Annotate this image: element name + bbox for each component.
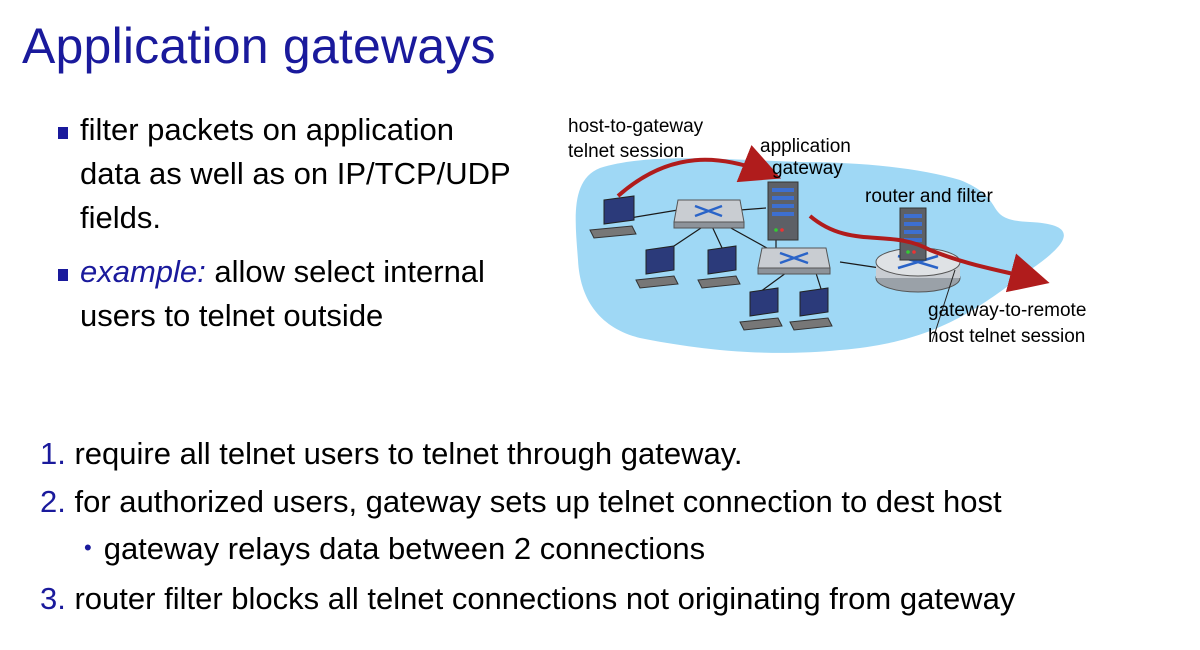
step-number: 2. (40, 484, 66, 519)
bullet-list: filter packets on application data as we… (58, 108, 518, 348)
bullet-text: filter packets on application data as we… (80, 112, 511, 235)
bullet-item: example: allow select internal users to … (58, 250, 518, 338)
step-item: 2. for authorized users, gateway sets up… (40, 478, 1190, 526)
step-text: require all telnet users to telnet throu… (74, 436, 743, 471)
gateway-to-remote-label-line2: host telnet session (928, 326, 1085, 347)
bullet-text: allow select internal users to telnet ou… (80, 254, 485, 333)
bullet-item: filter packets on application data as we… (58, 108, 518, 240)
switch-icon (757, 247, 831, 275)
callout-line (931, 269, 956, 343)
network-diagram-svg: host-to-gateway telnet session applicati… (568, 116, 1086, 353)
sub-bullet-item: • gateway relays data between 2 connectio… (40, 526, 1190, 575)
filter-server-icon (899, 207, 927, 261)
workstation-icon (789, 287, 833, 331)
workstation-icon (739, 287, 783, 331)
workstation-icon (635, 245, 679, 289)
step-item: 3. router filter blocks all telnet conne… (40, 575, 1190, 623)
square-bullet-icon (58, 127, 68, 139)
switch-icon (673, 199, 745, 229)
workstation-icon (589, 195, 637, 239)
application-gateway-label-line2: gateway (772, 158, 843, 179)
gateway-to-remote-label-line1: gateway-to-remote (928, 300, 1086, 321)
dot-bullet-icon: • (84, 535, 92, 560)
step-text: for authorized users, gateway sets up te… (74, 484, 1002, 519)
slide-title: Application gateways (22, 18, 496, 74)
host-to-gateway-label-line1: host-to-gateway (568, 116, 704, 137)
numbered-steps: 1. require all telnet users to telnet th… (40, 430, 1190, 623)
step-number: 3. (40, 581, 66, 616)
workstation-icon (697, 245, 741, 289)
bullet-emphasis: example: (80, 254, 206, 289)
step-text: router filter blocks all telnet connecti… (74, 581, 1016, 616)
host-to-gateway-arrow (616, 145, 782, 198)
step-number: 1. (40, 436, 66, 471)
square-bullet-icon (58, 269, 68, 281)
gateway-to-remote-arrow (808, 214, 1050, 293)
network-diagram: host-to-gateway telnet session applicati… (560, 110, 1180, 370)
host-to-gateway-label-line2: telnet session (568, 141, 684, 162)
application-gateway-label-line1: application (760, 136, 851, 157)
router-filter-label: router and filter (865, 186, 993, 207)
step-item: 1. require all telnet users to telnet th… (40, 430, 1190, 478)
application-gateway-server-icon (767, 181, 799, 241)
sub-bullet-text: gateway relays data between 2 connection… (103, 531, 706, 566)
